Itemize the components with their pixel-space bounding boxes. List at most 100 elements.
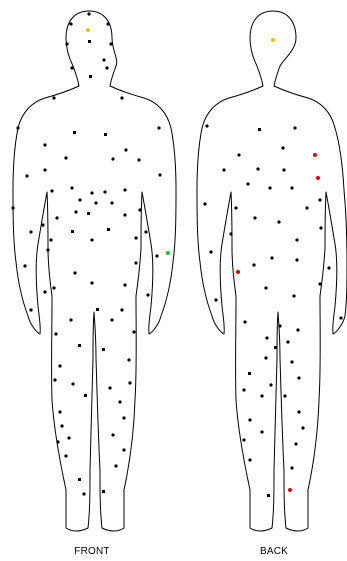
front-point [102,58,105,61]
front-point [123,188,126,191]
back-point [290,466,293,469]
front-point [43,143,46,146]
back-point [295,238,298,241]
back-point [234,206,237,209]
front-point [137,158,140,161]
back-point [278,324,281,327]
back-point [295,258,298,261]
front-point [11,206,14,209]
back-point [318,282,321,285]
back-point [260,394,263,397]
back-point [246,182,249,185]
front-point [74,210,77,213]
back-point [318,198,321,201]
front-points-group [11,12,170,495]
back-point [248,458,251,461]
front-point [138,208,141,211]
back-point [292,294,295,297]
back-point [243,320,246,323]
front-point [69,22,72,25]
back-point [290,360,293,363]
back-point [242,388,245,391]
front-point [43,290,46,293]
front-point [52,96,55,99]
front-point [106,22,109,25]
front-point [104,133,107,136]
front-point [105,66,108,69]
front-point [64,454,67,457]
back-point [283,394,286,397]
front-point [128,381,131,384]
front-point [54,332,57,335]
front-point [110,318,113,321]
front-point [25,174,28,177]
back-point [286,340,289,343]
front-point [96,308,99,311]
front-point [123,213,126,216]
front-point [132,330,135,333]
front-point [69,318,72,321]
back-point [237,153,240,156]
front-point [23,264,26,267]
front-point [41,223,44,226]
back-point [267,494,270,497]
front-point [111,433,114,436]
front-point [134,261,137,264]
front-point [82,492,85,495]
back-point [296,328,299,331]
front-point [73,271,76,274]
front-point [144,230,147,233]
front-point [111,157,114,160]
back-point [270,256,273,259]
front-point [157,126,160,129]
back-point [248,418,251,421]
back-point [290,186,293,189]
back-point [236,270,240,274]
back-point [256,167,259,170]
front-point [70,186,73,189]
front-point [114,464,117,467]
front-point [102,490,105,493]
back-point [242,438,245,441]
front-point [87,212,90,215]
back-point [294,442,297,445]
back-point [269,383,272,386]
back-point [209,250,212,253]
back-point [288,488,292,492]
front-point [78,198,81,201]
front-point [78,478,81,481]
front-point [71,382,74,385]
back-point [253,216,256,219]
front-point [88,40,91,43]
front-point [102,348,105,351]
front-point [110,201,113,204]
back-point [258,128,261,131]
front-point [86,28,90,32]
back-point [316,176,320,180]
front-point [127,358,130,361]
back-point [319,226,322,229]
back-point [264,286,267,289]
back-point [214,298,217,301]
front-point [71,230,74,233]
front-point [50,189,53,192]
front-point [120,96,123,99]
front-point [49,238,52,241]
front-point [123,283,126,286]
back-point [282,168,285,171]
back-point [268,186,271,189]
front-point [84,394,87,397]
front-point [94,201,97,204]
back-body-outline [197,11,347,531]
front-point [90,191,93,194]
back-points-group [203,38,342,497]
front-point [29,230,32,233]
front-point [158,173,161,176]
back-point [305,206,308,209]
front-point [46,248,49,251]
front-point [155,254,158,257]
front-point [90,238,93,241]
front-point [90,281,93,284]
front-point [120,308,123,311]
front-point [89,75,92,78]
